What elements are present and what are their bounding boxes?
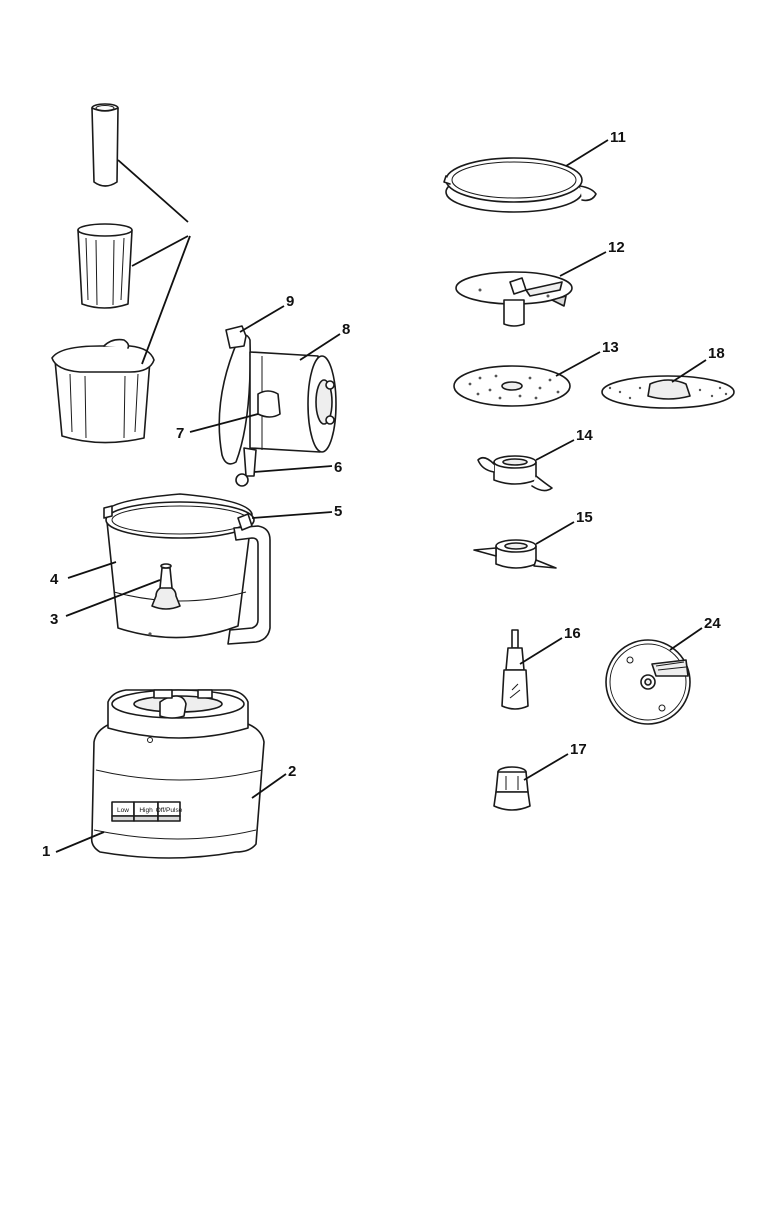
- callout-2: 2: [288, 763, 296, 780]
- disc-adapter-stem: [502, 630, 528, 709]
- work-bowl: [104, 494, 270, 644]
- callout-7: 7: [176, 425, 184, 442]
- button-label-low: Low: [117, 807, 129, 814]
- fine-shredding-disc: [602, 376, 734, 408]
- blade-adapter: [494, 767, 530, 810]
- callout-3: 3: [50, 611, 58, 628]
- feed-tube-lid: [219, 326, 336, 486]
- button-label-off-pulse: Off/Pulse: [156, 807, 183, 814]
- storage-cover: [444, 158, 596, 212]
- callout-5: 5: [334, 503, 342, 520]
- multipurpose-blade: [474, 540, 556, 568]
- callout-6: 6: [334, 459, 342, 476]
- medium-food-pusher: [78, 224, 132, 308]
- callout-13: 13: [602, 339, 619, 356]
- callout-17: 17: [570, 741, 587, 758]
- motor-base: Low High Off/Pulse: [92, 690, 264, 858]
- callout-16: 16: [564, 625, 581, 642]
- callout-12: 12: [608, 239, 625, 256]
- callout-11: 11: [610, 129, 626, 146]
- button-label-high: High: [139, 807, 153, 814]
- callout-8: 8: [342, 321, 350, 338]
- callout-4: 4: [50, 571, 59, 588]
- callout-24: 24: [704, 615, 721, 632]
- dough-blade: [478, 456, 552, 491]
- callout-15: 15: [576, 509, 593, 526]
- slicing-disc: [456, 272, 572, 326]
- callout-14: 14: [576, 427, 593, 444]
- small-food-pusher: [92, 104, 118, 186]
- spiralizer-disc: [606, 640, 690, 724]
- shredding-disc: [454, 366, 570, 406]
- callout-18: 18: [708, 345, 725, 362]
- callout-9: 9: [286, 293, 294, 310]
- callout-1: 1: [42, 843, 50, 860]
- large-food-pusher: [52, 340, 154, 443]
